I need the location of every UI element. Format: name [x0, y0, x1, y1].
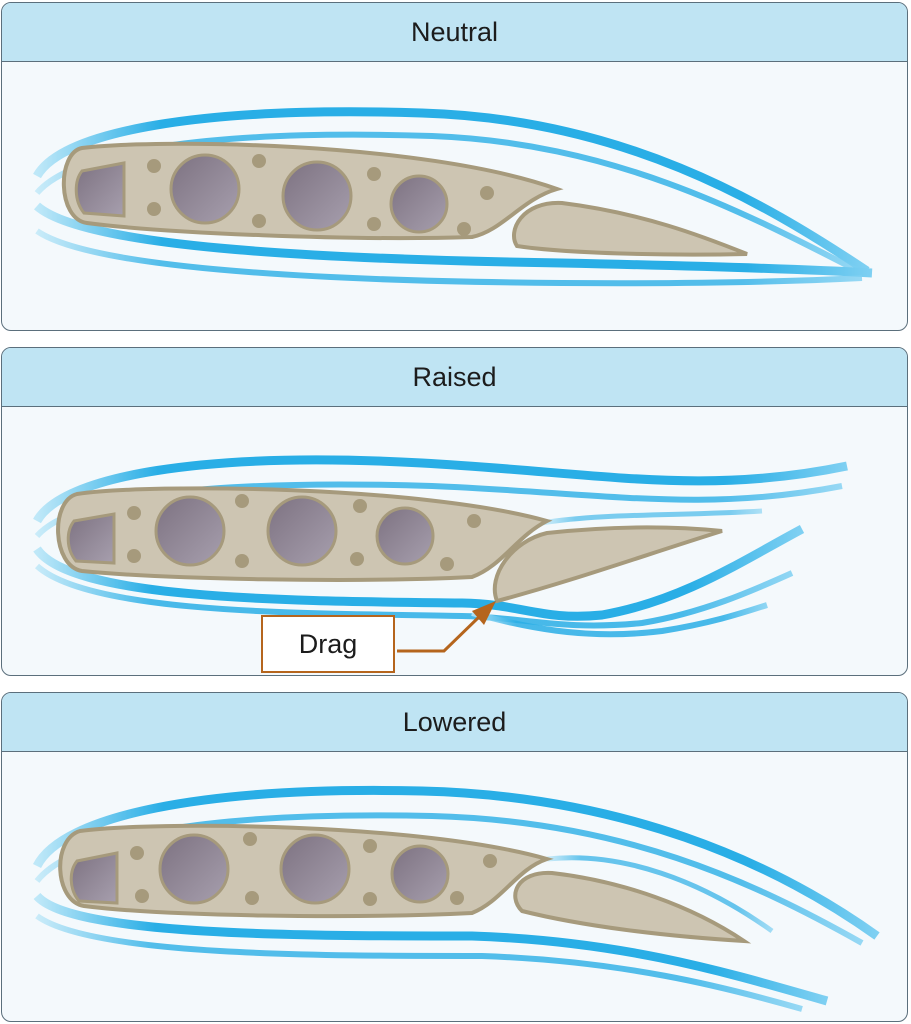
- lightening-hole: [266, 495, 338, 567]
- airflow-upper: [33, 107, 870, 275]
- drag-callout-arrow: [472, 601, 496, 625]
- panel-title-raised: Raised: [2, 348, 907, 407]
- airflow-lower-outer: [35, 913, 803, 1012]
- airflow-lower: [33, 892, 829, 1006]
- airflow-upper: [33, 455, 848, 524]
- airflow-aileron: [541, 508, 763, 526]
- spar-hole: [66, 512, 116, 565]
- airflow-lower-outer: [35, 228, 863, 287]
- lightening-hole: [279, 833, 351, 905]
- panel-lowered: Lowered: [1, 692, 908, 1022]
- lightening-hole: [390, 844, 450, 904]
- rivets: [147, 154, 494, 236]
- lowered-diagram: [32, 786, 880, 1012]
- lightening-hole: [158, 833, 230, 905]
- lightening-hole: [389, 174, 449, 234]
- lightening-hole: [154, 495, 226, 567]
- panel-raised: Raised: [1, 347, 908, 676]
- panel-neutral: Neutral: [1, 2, 908, 331]
- panel-title-neutral: Neutral: [2, 3, 907, 62]
- rivets: [127, 494, 481, 571]
- aileron: [513, 870, 752, 944]
- aileron: [492, 525, 723, 604]
- neutral-diagram: [33, 107, 873, 287]
- spar-hole: [69, 851, 119, 905]
- panel-title-lowered: Lowered: [2, 693, 907, 752]
- rivets: [130, 832, 497, 906]
- airflow-lower: [34, 202, 873, 278]
- spar-hole: [74, 161, 126, 218]
- aileron: [512, 200, 748, 257]
- lightening-hole: [281, 160, 353, 232]
- drag-callout-label: Drag: [298, 628, 358, 659]
- airflow-upper: [32, 786, 880, 940]
- lightening-hole: [375, 506, 435, 566]
- drag-callout-line: [397, 614, 482, 653]
- lightening-hole: [169, 153, 241, 225]
- airflow-lower-3: [471, 602, 768, 638]
- drag-callout: Drag: [261, 615, 395, 673]
- airflow-lower: [33, 525, 805, 621]
- raised-diagram: [33, 455, 848, 653]
- airflow-gap: [546, 855, 774, 934]
